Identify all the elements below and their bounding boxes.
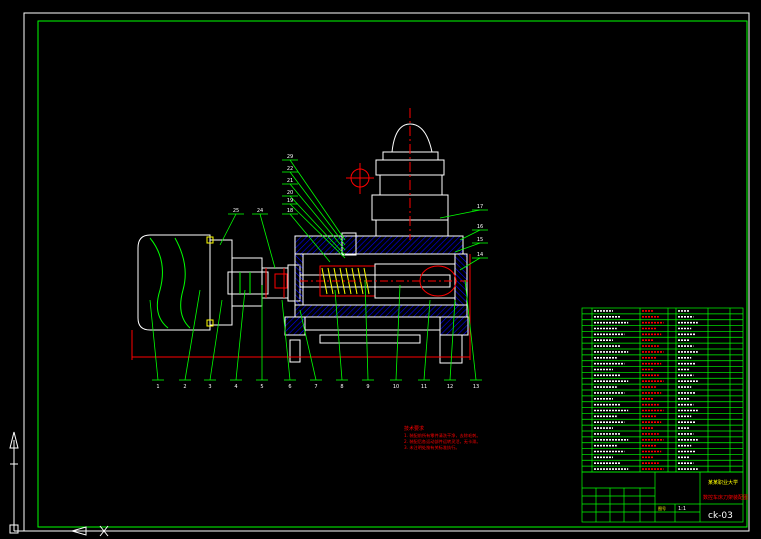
turret — [341, 108, 449, 256]
inner-frame — [37, 20, 748, 528]
balloon-leader — [334, 289, 343, 381]
dimension-lines — [131, 254, 471, 360]
balloon-number: 6 — [288, 384, 291, 390]
drawing-number: ck-03 — [708, 511, 733, 521]
balloon-leader — [289, 213, 331, 263]
balloon-leader — [184, 289, 201, 381]
balloon-leader — [459, 229, 481, 241]
notes-line-2: 2. 装配后各运动部件运转灵活，无卡滞。 — [404, 438, 481, 445]
balloon-number: 11 — [421, 384, 427, 390]
balloon-number: 21 — [287, 178, 293, 184]
balloon-number: 22 — [287, 166, 293, 172]
balloon-leader — [219, 213, 237, 246]
balloon-leader — [149, 299, 159, 381]
scale-value: 1:1 — [678, 506, 686, 512]
balloon-leader — [299, 309, 317, 381]
balloon-leaders-bottom — [149, 279, 482, 381]
notes-title: 技术要求 — [404, 425, 424, 432]
balloon-number: 19 — [287, 198, 293, 204]
balloon-leader — [289, 195, 346, 256]
balloon-number: 8 — [340, 384, 343, 390]
balloon-number: 9 — [366, 384, 369, 390]
sheet-label: 图号 — [658, 505, 666, 511]
balloon-number: 24 — [257, 208, 263, 214]
balloon-leader — [289, 203, 346, 259]
balloon-number: 5 — [260, 384, 263, 390]
balloon-number: 7 — [314, 384, 317, 390]
balloon-number: 1 — [156, 384, 159, 390]
balloon-leader — [235, 289, 246, 381]
title-block — [581, 471, 744, 523]
balloon-leader — [464, 279, 477, 381]
balloon-leader — [289, 171, 346, 246]
balloon-number: 4 — [234, 384, 237, 390]
balloon-number: 16 — [477, 224, 483, 230]
outer-frame — [23, 12, 750, 532]
balloon-number: 2 — [183, 384, 186, 390]
technical-notes: 技术要求 1. 装配前所有零件清洗干净，去除毛刺。 2. 装配后各运动部件运转灵… — [404, 425, 481, 451]
balloon-leader — [289, 183, 346, 251]
balloon-number: 20 — [287, 190, 293, 196]
housing — [284, 235, 469, 364]
notes-line-3: 3. 未注明处按有关标准执行。 — [404, 444, 460, 451]
parts-list-table — [581, 307, 744, 473]
balloon-number: 15 — [477, 237, 483, 243]
balloon-leader — [289, 159, 346, 241]
balloon-leader — [259, 213, 276, 269]
balloon-number: 25 — [233, 208, 239, 214]
school-name: 某某职业大学 — [708, 479, 738, 486]
balloon-number: 10 — [393, 384, 399, 390]
balloon-number: 18 — [287, 208, 293, 214]
notes-line-1: 1. 装配前所有零件清洗干净，去除毛刺。 — [404, 432, 481, 439]
balloon-number: 14 — [477, 252, 483, 258]
balloon-number: 17 — [477, 204, 483, 210]
lead-screw — [274, 263, 470, 299]
balloon-labels-top: 29 25 24 22 21 20 19 18 17 16 15 14 — [233, 154, 483, 258]
balloon-leader — [449, 299, 456, 381]
balloon-leader — [454, 242, 481, 253]
balloon-number: 29 — [287, 154, 293, 160]
balloon-leader — [439, 209, 481, 219]
balloon-number: 13 — [473, 384, 479, 390]
balloon-leader — [423, 299, 431, 381]
balloon-leader — [364, 279, 369, 381]
balloon-number: 3 — [208, 384, 211, 390]
ucs-icon — [9, 431, 109, 537]
balloon-number: 12 — [447, 384, 453, 390]
balloon-leaders-top — [219, 159, 488, 271]
balloon-leader — [459, 257, 481, 271]
balloon-leader — [281, 299, 291, 381]
balloon-leader — [209, 299, 223, 381]
drawing-title: 数控车床刀架装配图 — [703, 494, 748, 501]
balloon-leader — [395, 284, 401, 381]
motor — [137, 234, 269, 331]
